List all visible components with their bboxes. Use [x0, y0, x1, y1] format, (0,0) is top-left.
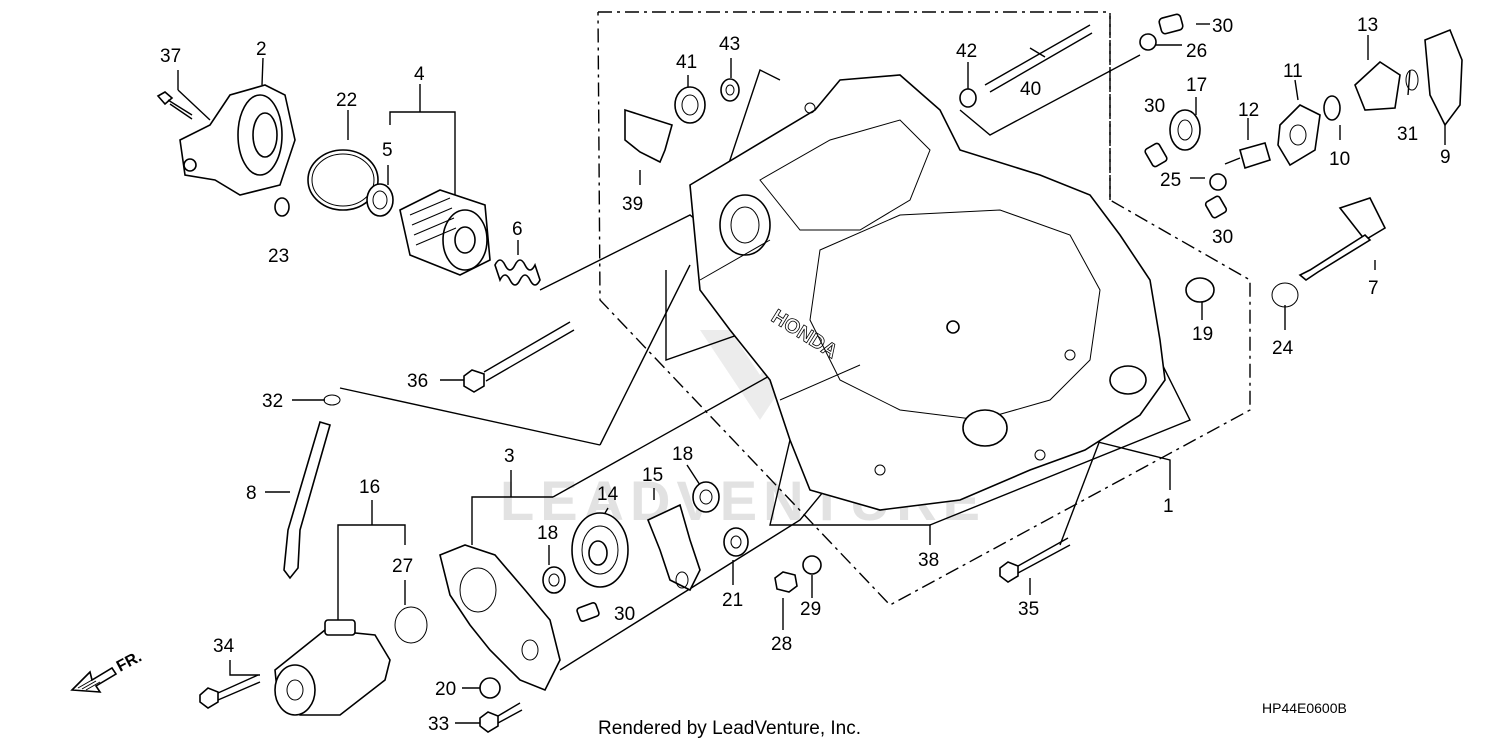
small-bushings — [1139, 13, 1228, 219]
hose-clip — [323, 394, 341, 406]
dowel — [1185, 277, 1215, 303]
callout-16: 16 — [359, 477, 380, 498]
callout-31: 31 — [1397, 124, 1418, 145]
callout-12: 12 — [1238, 100, 1259, 121]
callout-7: 7 — [1368, 278, 1379, 299]
callout-30-right: 30 — [1212, 227, 1233, 248]
bearing-lower — [542, 566, 566, 594]
cover-plate — [1424, 28, 1463, 127]
oil-filter — [399, 189, 491, 276]
washer — [274, 197, 290, 217]
reduction-cover — [439, 544, 561, 692]
callout-21: 21 — [722, 590, 743, 611]
callout-15: 15 — [642, 465, 663, 486]
bolt-washer — [1209, 142, 1271, 191]
callout-14: 14 — [597, 484, 619, 505]
idle-gear-shaft — [646, 503, 701, 592]
callout-41: 41 — [676, 52, 697, 73]
breather-hose — [283, 421, 331, 580]
callout-38: 38 — [918, 550, 939, 571]
callout-1: 1 — [1163, 496, 1174, 517]
callout-3: 3 — [504, 446, 515, 467]
o-ring — [307, 149, 379, 211]
callout-40: 40 — [1020, 79, 1041, 100]
callout-17: 17 — [1186, 75, 1207, 96]
lower-bushing — [576, 602, 600, 622]
starter-o-ring — [394, 606, 428, 644]
nut — [774, 571, 798, 593]
callout-33: 33 — [428, 714, 449, 735]
flange-bolt — [156, 91, 193, 120]
callout-37: 37 — [160, 46, 181, 67]
shift-drum-plate — [1277, 104, 1321, 167]
oil-seal-group — [624, 78, 740, 164]
callout-39: 39 — [622, 194, 643, 215]
spring — [494, 259, 541, 286]
crankcase-cover — [689, 74, 1166, 511]
callout-2: 2 — [256, 39, 267, 60]
callout-32: 32 — [262, 391, 283, 412]
render-credit: Rendered by LeadVenture, Inc. — [598, 718, 862, 739]
case-bolt — [999, 537, 1071, 583]
callout-36: 36 — [407, 371, 428, 392]
starter-motor — [274, 619, 391, 716]
seal — [366, 183, 394, 217]
bearing-upper — [692, 481, 720, 513]
o-ring-inner — [311, 153, 375, 207]
sealing-washer — [802, 555, 822, 575]
callout-23: 23 — [268, 246, 289, 267]
bearing — [1169, 109, 1201, 151]
cover-bolt — [479, 702, 523, 733]
callout-6: 6 — [512, 219, 523, 240]
callout-27: 27 — [392, 556, 413, 577]
callout-10: 10 — [1329, 149, 1350, 170]
small-o-ring — [1405, 69, 1419, 91]
callout-9: 9 — [1440, 147, 1451, 168]
callout-29: 29 — [800, 599, 821, 620]
callout-18-upper: 18 — [672, 444, 693, 465]
assembly-outlines — [597, 11, 1251, 606]
callout-20: 20 — [435, 679, 456, 700]
starter-bolt — [199, 674, 261, 709]
callout-30-top: 30 — [1212, 16, 1233, 37]
callout-4: 4 — [414, 64, 425, 85]
callout-11: 11 — [1283, 61, 1303, 82]
starter-gear — [571, 512, 629, 588]
oil-dipstick — [1298, 197, 1387, 281]
callout-19: 19 — [1192, 324, 1213, 345]
diagram-reference-code: HP44E0600B — [1262, 700, 1347, 716]
front-direction-arrow: FR. — [70, 648, 145, 693]
leader-lines — [177, 23, 1446, 724]
callout-26: 26 — [1186, 41, 1207, 62]
callout-22: 22 — [336, 90, 357, 111]
callout-8: 8 — [246, 483, 257, 504]
direction-label: FR. — [114, 648, 145, 675]
needle-bearing — [723, 527, 749, 557]
stopper-plate — [1354, 60, 1401, 111]
callout-43: 43 — [719, 34, 740, 55]
callout-34: 34 — [213, 636, 235, 657]
callout-35: 35 — [1018, 599, 1039, 620]
callout-24: 24 — [1272, 338, 1294, 359]
callout-labels: 37 2 22 4 5 23 6 41 43 39 42 26 30 40 11… — [160, 15, 1451, 735]
oil-filter-cover — [179, 84, 296, 196]
spring-small — [1323, 95, 1341, 121]
callout-30-lower: 30 — [614, 604, 635, 625]
callout-25: 25 — [1160, 170, 1181, 191]
callout-18-lower: 18 — [537, 523, 558, 544]
starter-washer — [479, 677, 501, 699]
dipstick-o-ring — [1271, 282, 1299, 308]
callout-5: 5 — [382, 140, 393, 161]
callout-28: 28 — [771, 634, 792, 655]
callout-30-mid: 30 — [1144, 96, 1165, 117]
callout-13: 13 — [1357, 15, 1378, 36]
callout-42: 42 — [956, 41, 977, 62]
dowel-pin-group — [959, 24, 1093, 108]
long-bolt — [463, 321, 575, 393]
